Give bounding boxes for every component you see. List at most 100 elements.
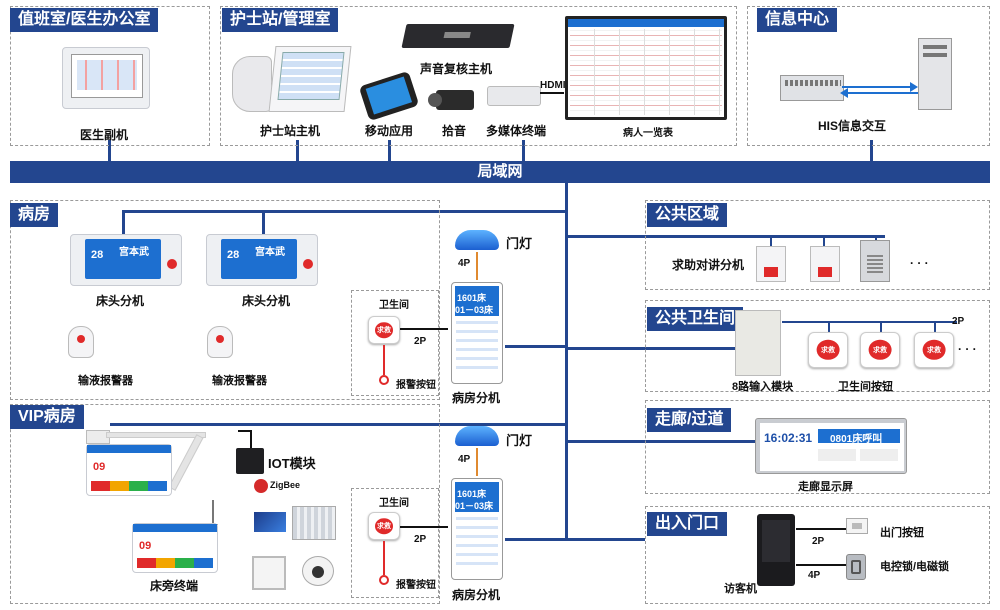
iot-module — [236, 448, 264, 474]
exit-button[interactable] — [846, 518, 868, 534]
vip-pull-cord — [383, 541, 385, 575]
ptoilet-button-1[interactable]: 求救 — [808, 332, 848, 368]
zone-title-duty: 值班室/医生办公室 — [10, 8, 159, 32]
label-lock: 电控锁/电磁锁 — [880, 561, 950, 573]
zone-public — [645, 200, 990, 290]
lan-bar: 局域网 — [10, 161, 990, 183]
label-bedside-terminal: 床旁终端 — [150, 579, 199, 593]
label-ward-alarm: 报警按钮 — [396, 380, 436, 391]
intercom-unit-1 — [756, 246, 786, 282]
zone-title-entrance: 出入门口 — [647, 512, 728, 536]
zone-duty-room — [10, 6, 210, 146]
bus-ward-drop1 — [122, 210, 125, 234]
label-vip-room-unit: 病房分机 — [452, 588, 501, 602]
label-nurse-host: 护士站主机 — [260, 124, 321, 138]
bus-ward-unit — [505, 345, 567, 348]
bus-ptoilet-btns — [782, 321, 957, 323]
public-more: · · · — [910, 256, 929, 270]
vip-pull-ring — [379, 575, 389, 585]
vip-camera — [302, 556, 334, 586]
label-sound-review: 声音复核主机 — [420, 62, 493, 76]
zone-title-ward: 病房 — [10, 203, 59, 227]
bus-his — [870, 140, 873, 162]
zone-title-nurse: 护士站/管理室 — [222, 8, 339, 32]
label-vip-4p: 4P — [458, 454, 471, 465]
label-iot: IOT模块 — [268, 456, 316, 471]
ward-pull-ring — [379, 375, 389, 385]
bus-nurse-host — [296, 140, 299, 162]
label-pickup: 拾音 — [442, 124, 467, 138]
vip-bed-number-2: 09 — [139, 540, 152, 552]
bed-number-1: 28 — [91, 249, 104, 261]
vip-room-number: 1601床 — [457, 489, 487, 499]
label-his: HIS信息交互 — [818, 119, 887, 133]
label-visitor: 访客机 — [724, 583, 757, 595]
patient-name-1: 宫本武 — [119, 247, 149, 258]
zone-info-center — [747, 6, 990, 146]
vip-bedside-screen-2: 09 — [132, 523, 218, 573]
media-terminal-box — [487, 86, 541, 106]
ptoilet-button-2[interactable]: 求救 — [860, 332, 900, 368]
zone-entrance — [645, 506, 990, 604]
zone-title-info: 信息中心 — [757, 8, 838, 32]
label-infusion-2: 输液报警器 — [212, 375, 267, 387]
ptoilet-drop-1 — [828, 322, 830, 332]
label-ward-toilet: 卫生间 — [379, 300, 409, 311]
vip-toilet-box — [351, 488, 439, 598]
zone-title-vip: VIP病房 — [10, 405, 84, 429]
bus-corridor-inner — [645, 440, 755, 443]
label-mobile: 移动应用 — [365, 124, 414, 138]
label-exit-button: 出门按钮 — [880, 527, 924, 539]
lock-wire — [796, 564, 846, 566]
ward-door-light-wire — [476, 252, 478, 280]
label-media: 多媒体终端 — [486, 124, 547, 138]
label-ptoilet-button: 卫生间按钮 — [838, 381, 893, 393]
zone-corridor — [645, 400, 990, 494]
visitor-terminal — [757, 514, 795, 586]
zone-nurse-station — [220, 6, 737, 146]
label-hdmi: HDMI — [540, 80, 566, 91]
label-ward-4p: 4P — [458, 258, 471, 269]
label-vip-alarm: 报警按钮 — [396, 580, 436, 591]
vip-door-light — [455, 426, 499, 446]
intercom-unit-2 — [810, 246, 840, 282]
vip-alarm-button[interactable]: 求救 — [368, 512, 400, 540]
label-ward-door-light: 门灯 — [506, 236, 533, 251]
electric-lock — [846, 554, 866, 580]
bus-mobile — [388, 140, 391, 162]
corridor-call: 0801床呼叫 — [830, 434, 883, 445]
patient-board-display — [565, 16, 727, 120]
bedside-arm-mount — [86, 426, 226, 516]
ward-pull-cord — [383, 345, 385, 375]
zone-public-toilet — [645, 300, 990, 392]
ward-door-light — [455, 230, 499, 250]
ward-toilet-wire — [400, 328, 448, 330]
ptoilet-button-3[interactable]: 求救 — [914, 332, 954, 368]
input-module-8ch — [735, 310, 781, 376]
his-rack-server — [780, 75, 844, 101]
label-doctor-sub: 医生副机 — [80, 128, 129, 142]
zone-title-public: 公共区域 — [647, 203, 728, 227]
iot-wire-v — [250, 430, 252, 448]
label-bedside-1: 床头分机 — [96, 294, 145, 308]
ward-room-number: 1601床 — [457, 293, 487, 303]
bus-corridor — [567, 440, 645, 443]
bus-media — [522, 140, 525, 162]
zigbee-logo: ZigBee — [254, 478, 304, 494]
vip-tv — [254, 512, 286, 532]
bus-duty — [108, 140, 111, 162]
vip-door-light-wire — [476, 448, 478, 476]
bus-ptoilet — [567, 347, 645, 350]
label-intercom: 求助对讲分机 — [672, 258, 745, 272]
his-tower-server — [918, 38, 952, 110]
pickup-camera — [428, 90, 474, 110]
vip-bedside-screen-1: 09 — [86, 444, 172, 496]
bus-vip-top — [110, 423, 568, 426]
label-vip-toilet: 卫生间 — [379, 498, 409, 509]
label-corridor-display: 走廊显示屏 — [798, 481, 853, 493]
corridor-display: 16:02:31 0801床呼叫 — [755, 418, 907, 474]
label-ptoilet-2p: 2P — [952, 316, 965, 327]
ward-alarm-button[interactable]: 求救 — [368, 316, 400, 344]
label-input-module: 8路输入模块 — [732, 381, 794, 393]
nurse-host-device — [232, 44, 352, 114]
